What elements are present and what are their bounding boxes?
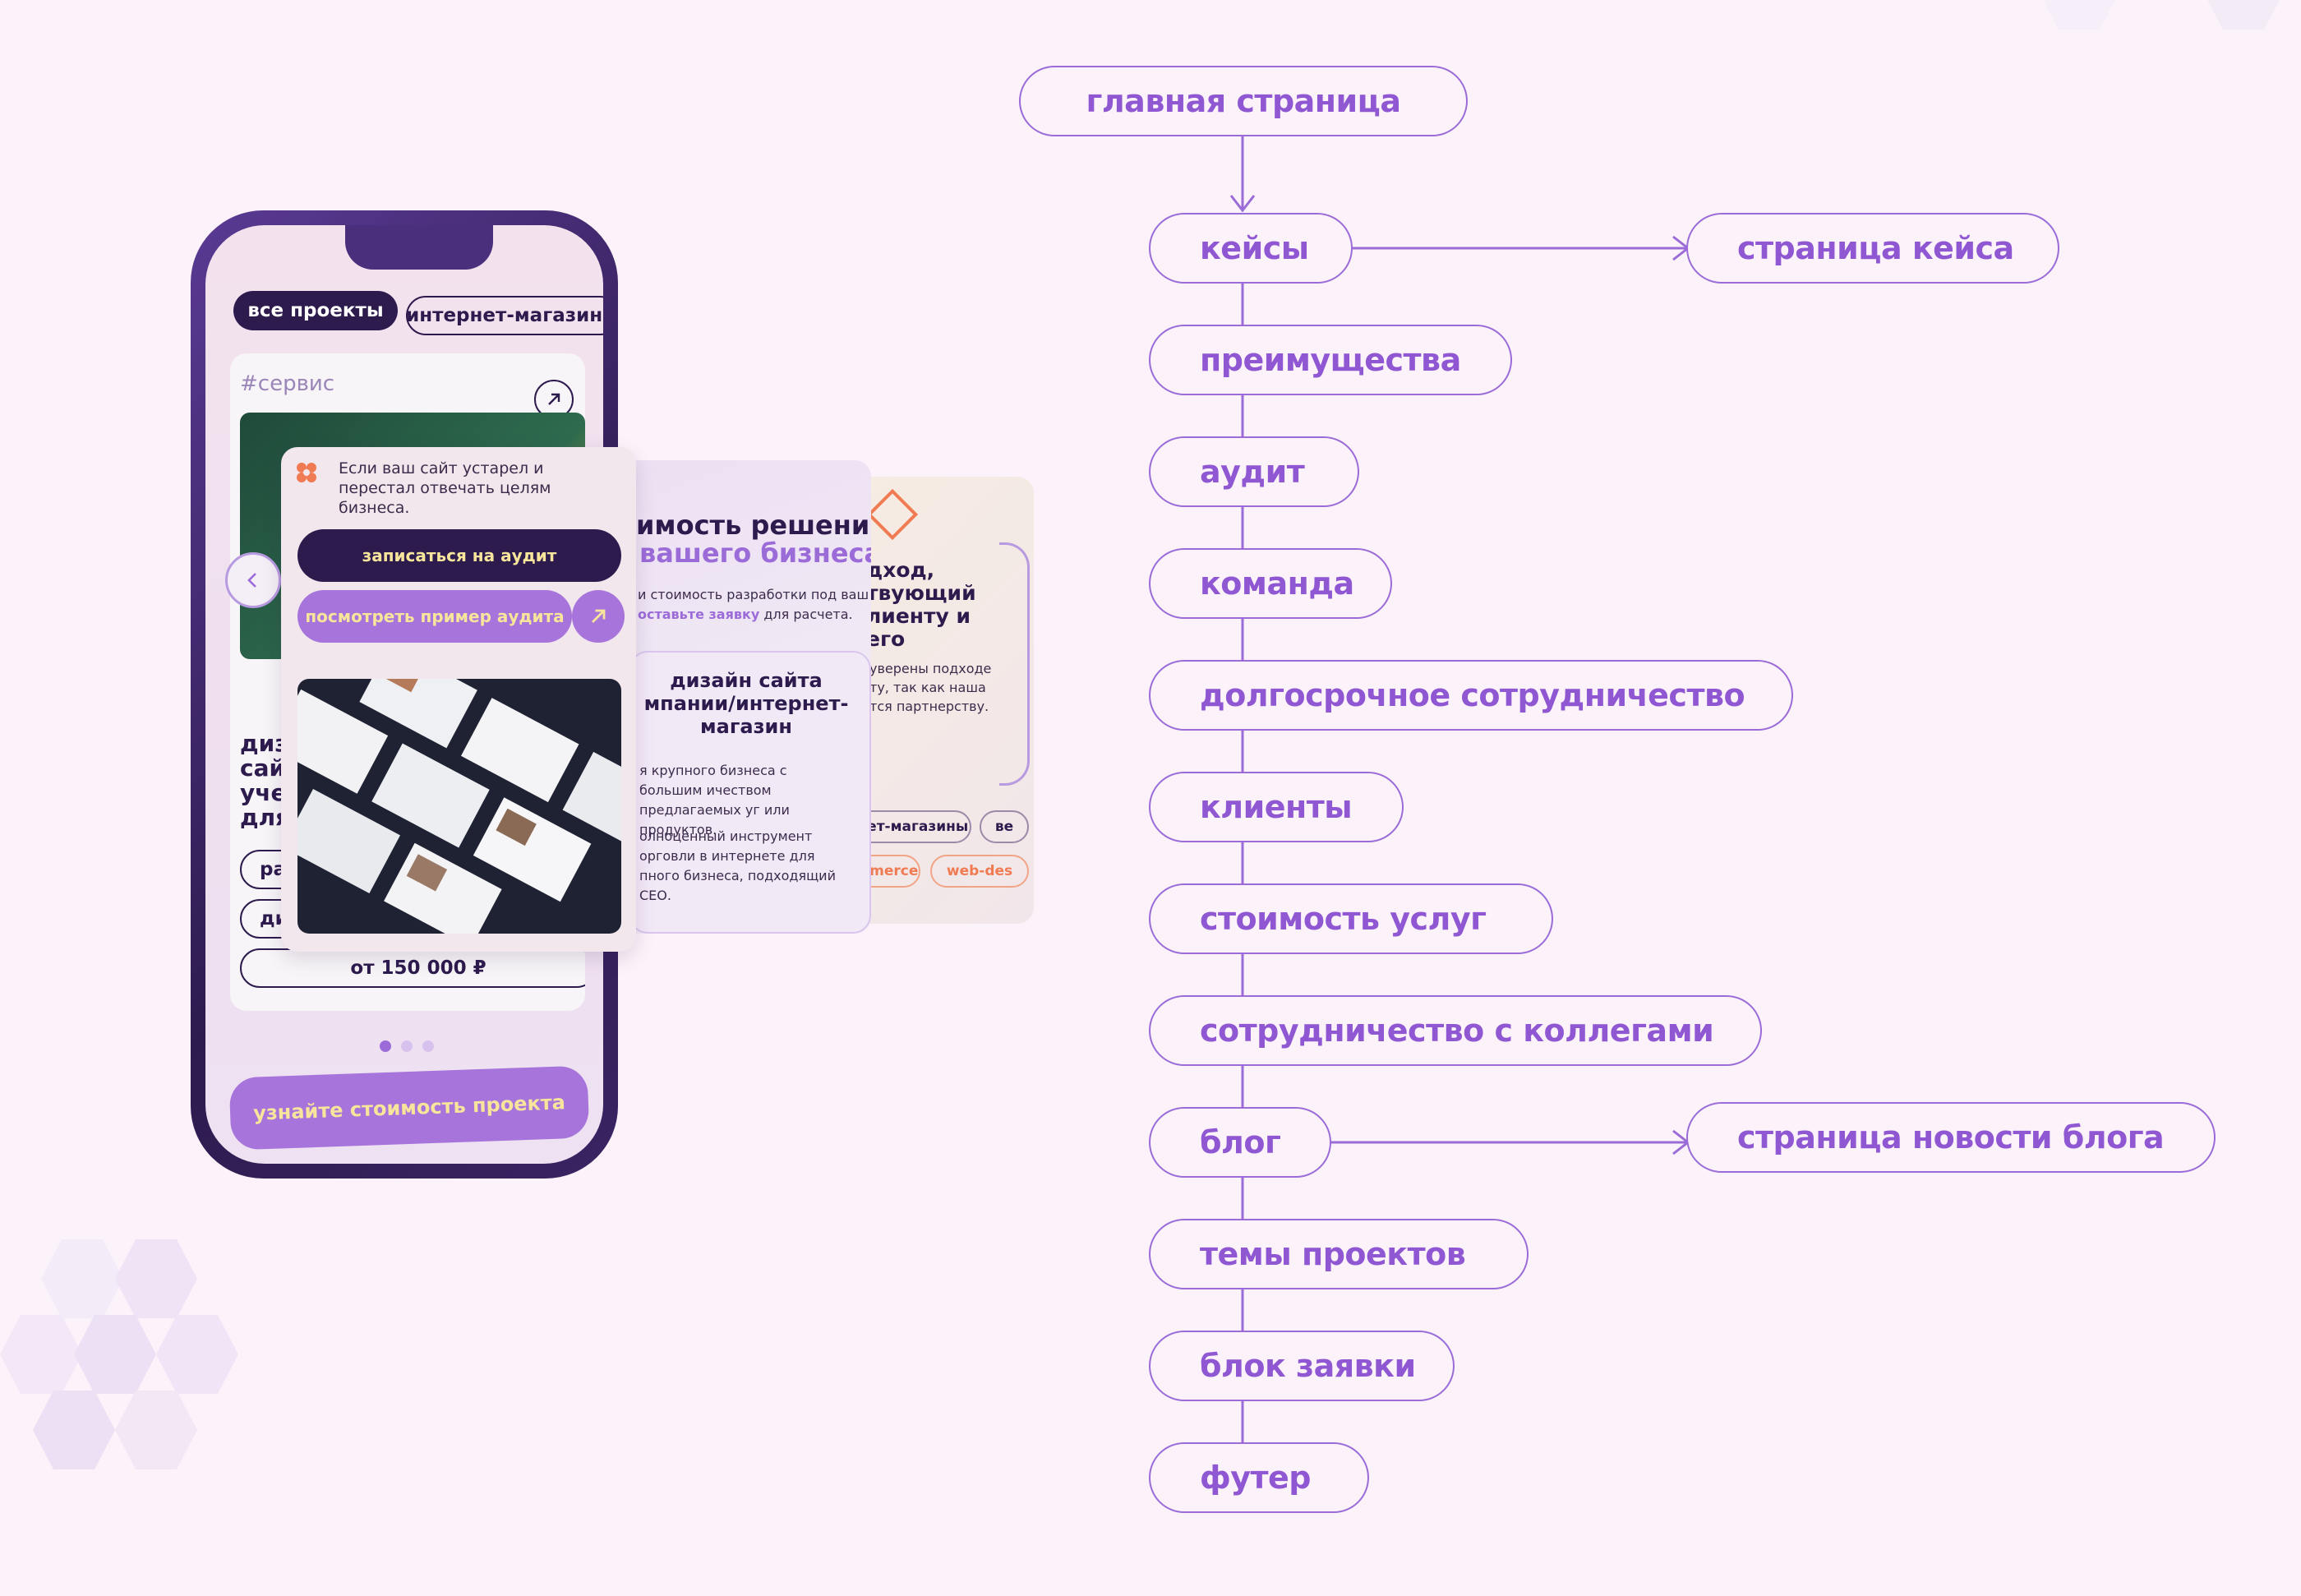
carousel-prev-button[interactable] bbox=[225, 552, 281, 608]
arrow-up-right-icon bbox=[548, 393, 560, 405]
audit-example-button[interactable]: посмотреть пример аудита bbox=[297, 590, 572, 643]
phone-notch bbox=[345, 225, 493, 270]
hexagon bbox=[115, 1391, 197, 1469]
node-audit[interactable]: аудит bbox=[1149, 436, 1359, 507]
audit-example-image bbox=[297, 679, 621, 934]
cost-heading: имость решений bbox=[636, 510, 871, 541]
cost-text: и стоимость разработки под ваш оставьте … bbox=[638, 587, 869, 622]
filter-online-shops[interactable]: интернет-магазины bbox=[406, 296, 603, 335]
book-audit-button[interactable]: записаться на аудит bbox=[297, 529, 621, 582]
arrow-up-right-icon bbox=[592, 609, 606, 623]
node-clients[interactable]: клиенты bbox=[1149, 772, 1404, 842]
node-long-term-cooperation[interactable]: долгосрочное сотрудничество bbox=[1149, 660, 1793, 731]
carousel-dot-active[interactable] bbox=[380, 1040, 391, 1052]
approach-chip: ве bbox=[980, 810, 1029, 843]
flower-icon bbox=[297, 463, 316, 482]
node-project-topics[interactable]: темы проектов bbox=[1149, 1219, 1529, 1289]
node-main-page[interactable]: главная страница bbox=[1019, 66, 1468, 136]
node-colleagues-cooperation[interactable]: сотрудничество с коллегами bbox=[1149, 995, 1762, 1066]
node-blog-post-page[interactable]: страница новости блога bbox=[1686, 1102, 2216, 1173]
cost-heading-accent: вашего бизнеса bbox=[639, 537, 871, 569]
carousel-dot[interactable] bbox=[401, 1040, 413, 1052]
carousel-dot[interactable] bbox=[422, 1040, 434, 1052]
leave-request-link[interactable]: оставьте заявку bbox=[638, 607, 760, 622]
service-desc: олноценный инструмент орговли в интернет… bbox=[639, 828, 836, 903]
service-panel: дизайн сайта мпании/интернет-магазин я к… bbox=[629, 651, 871, 934]
audit-text: Если ваш сайт устарел и перестал отвечат… bbox=[339, 459, 551, 517]
audit-example-arrow-button[interactable] bbox=[572, 590, 625, 643]
node-advantages[interactable]: преимущества bbox=[1149, 325, 1512, 395]
service-desc: я крупного бизнеса с большим ичеством пр… bbox=[639, 763, 790, 837]
node-service-cost[interactable]: стоимость услуг bbox=[1149, 883, 1553, 954]
approach-chip-webdesign: web-des bbox=[930, 855, 1029, 888]
project-tag: #сервис bbox=[240, 371, 335, 396]
node-request-block[interactable]: блок заявки bbox=[1149, 1331, 1455, 1401]
filter-all-projects[interactable]: все проекты bbox=[233, 291, 398, 330]
approach-heading: дход, твующий лиенту и его bbox=[866, 558, 976, 651]
service-title: дизайн сайта мпании/интернет-магазин bbox=[643, 669, 849, 738]
node-cases[interactable]: кейсы bbox=[1149, 213, 1353, 284]
audit-card: Если ваш сайт устарел и перестал отвечат… bbox=[281, 447, 636, 952]
node-footer[interactable]: футер bbox=[1149, 1442, 1369, 1513]
arrow-down-icon bbox=[1229, 195, 1256, 213]
node-case-page[interactable]: страница кейса bbox=[1686, 213, 2059, 284]
hexagon bbox=[115, 1239, 197, 1318]
cost-card: имость решений вашего бизнеса и стоимост… bbox=[613, 460, 871, 934]
node-blog[interactable]: блог bbox=[1149, 1107, 1331, 1178]
chevron-left-icon bbox=[247, 573, 256, 588]
approach-text: уверены подходе ту, так как наша тся пар… bbox=[869, 661, 992, 714]
node-team[interactable]: команда bbox=[1149, 548, 1392, 619]
